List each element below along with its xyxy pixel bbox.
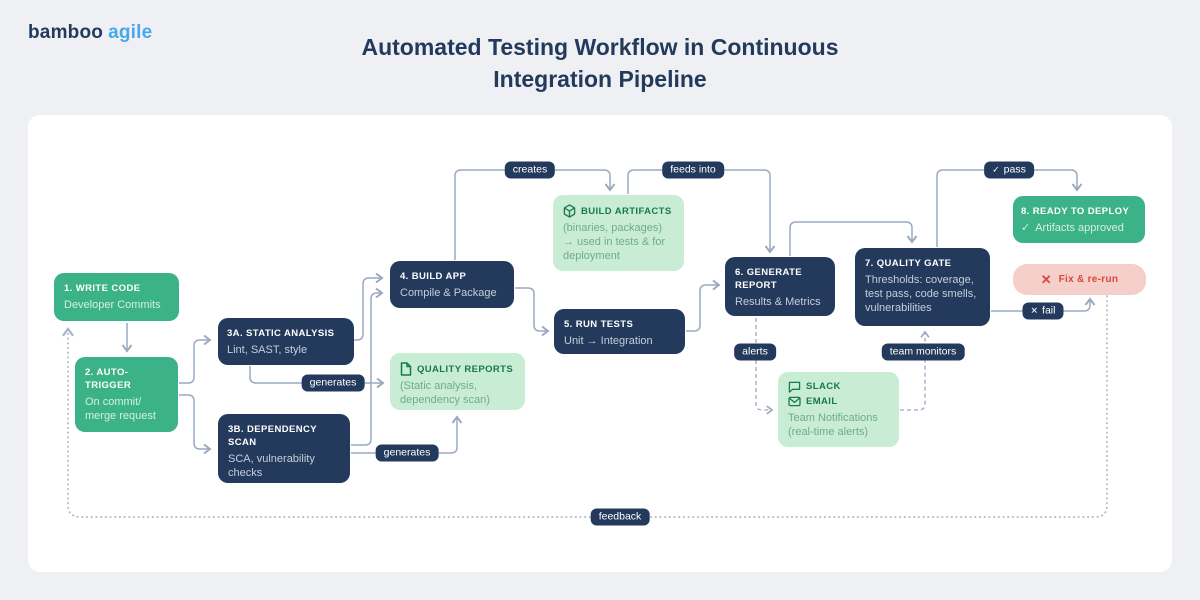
envelope-icon — [788, 396, 801, 407]
node-title: 7. QUALITY GATE — [865, 258, 952, 269]
node-build-app: 4. BUILD APP Compile & Package — [390, 261, 514, 308]
node-subtitle: Thresholds: coverage, test pass, code sm… — [865, 274, 977, 314]
x-icon: ✕ — [1030, 305, 1039, 316]
edge-label-creates: creates — [504, 161, 556, 179]
node-quality-gate: 7. QUALITY GATE Thresholds: coverage, te… — [855, 248, 990, 326]
chat-bubble-icon — [788, 381, 801, 393]
node-subtitle: Lint, SAST, style — [227, 344, 308, 356]
node-title: 4. BUILD APP — [400, 271, 467, 282]
node-write-code: 1. WRITE CODE Developer Commits — [54, 273, 179, 321]
node-subtitle: On commit/ merge request — [85, 396, 156, 422]
edge-label-team-monitors: team monitors — [881, 343, 965, 361]
node-title-email: EMAIL — [806, 396, 838, 407]
node-title: 8. READY TO DEPLOY — [1021, 206, 1130, 217]
node-title: 3A. STATIC ANALYSIS — [227, 328, 335, 339]
check-icon: ✓ — [992, 164, 1000, 175]
edge-label-fail: ✕fail — [1022, 302, 1064, 320]
edge-label-generates-dependency: generates — [375, 444, 439, 462]
node-title: QUALITY REPORTS — [417, 363, 514, 375]
package-icon — [563, 204, 576, 218]
node-title: 6. GENERATE REPORT — [735, 267, 803, 291]
node-title: 5. RUN TESTS — [564, 319, 634, 330]
node-notifications: SLACK EMAIL Team Notifications (real-tim… — [778, 372, 899, 447]
edge-label-generates-static: generates — [301, 374, 365, 392]
node-static-analysis: 3A. STATIC ANALYSIS Lint, SAST, style — [218, 318, 354, 365]
edge-label-feedback: feedback — [590, 508, 650, 526]
node-subtitle: (Static analysis, dependency scan) — [400, 380, 490, 406]
document-icon — [400, 362, 412, 376]
node-subtitle: Unit → Integration — [564, 335, 653, 347]
node-title: BUILD ARTIFACTS — [581, 205, 672, 217]
node-generate-report: 6. GENERATE REPORT Results & Metrics — [725, 257, 835, 316]
edge-label-alerts: alerts — [734, 343, 776, 361]
node-dependency-scan: 3B. DEPENDENCY SCAN SCA, vulnerability c… — [218, 414, 350, 483]
node-title: 2. AUTO-TRIGGER — [85, 367, 132, 391]
edge-label-pass: ✓pass — [984, 161, 1034, 179]
page-title: Automated Testing Workflow in Continuous… — [361, 34, 839, 92]
node-subtitle: Results & Metrics — [735, 296, 821, 308]
node-ready-to-deploy: 8. READY TO DEPLOY ✓ Artifacts approved — [1013, 196, 1145, 243]
node-subtitle: SCA, vulnerability checks — [228, 453, 315, 479]
node-quality-reports: QUALITY REPORTS (Static analysis, depend… — [390, 353, 525, 410]
check-icon: ✓ — [1021, 222, 1031, 234]
node-auto-trigger: 2. AUTO-TRIGGER On commit/ merge request — [75, 357, 178, 432]
brand-logo-bamboo: bamboo — [28, 22, 104, 43]
node-title: 1. WRITE CODE — [64, 283, 141, 294]
node-subtitle: Artifacts approved — [1035, 222, 1124, 234]
node-title: Fix & re-run — [1058, 274, 1119, 285]
node-subtitle: (binaries, packages) → used in tests & f… — [563, 222, 666, 262]
x-icon: ✕ — [1040, 272, 1052, 287]
edge-label-feeds-into: feeds into — [662, 161, 724, 179]
node-subtitle: Developer Commits — [64, 299, 161, 311]
node-run-tests: 5. RUN TESTS Unit → Integration — [554, 309, 685, 354]
node-title-slack: SLACK — [806, 381, 841, 392]
node-subtitle: Team Notifications (real-time alerts) — [788, 412, 878, 438]
node-subtitle: Compile & Package — [400, 287, 497, 299]
node-build-artifacts: BUILD ARTIFACTS (binaries, packages) → u… — [553, 195, 684, 271]
node-title: 3B. DEPENDENCY SCAN — [228, 424, 317, 448]
brand-logo-agile: agile — [108, 22, 153, 43]
node-fix-and-rerun: ✕ Fix & re-run — [1013, 264, 1146, 295]
